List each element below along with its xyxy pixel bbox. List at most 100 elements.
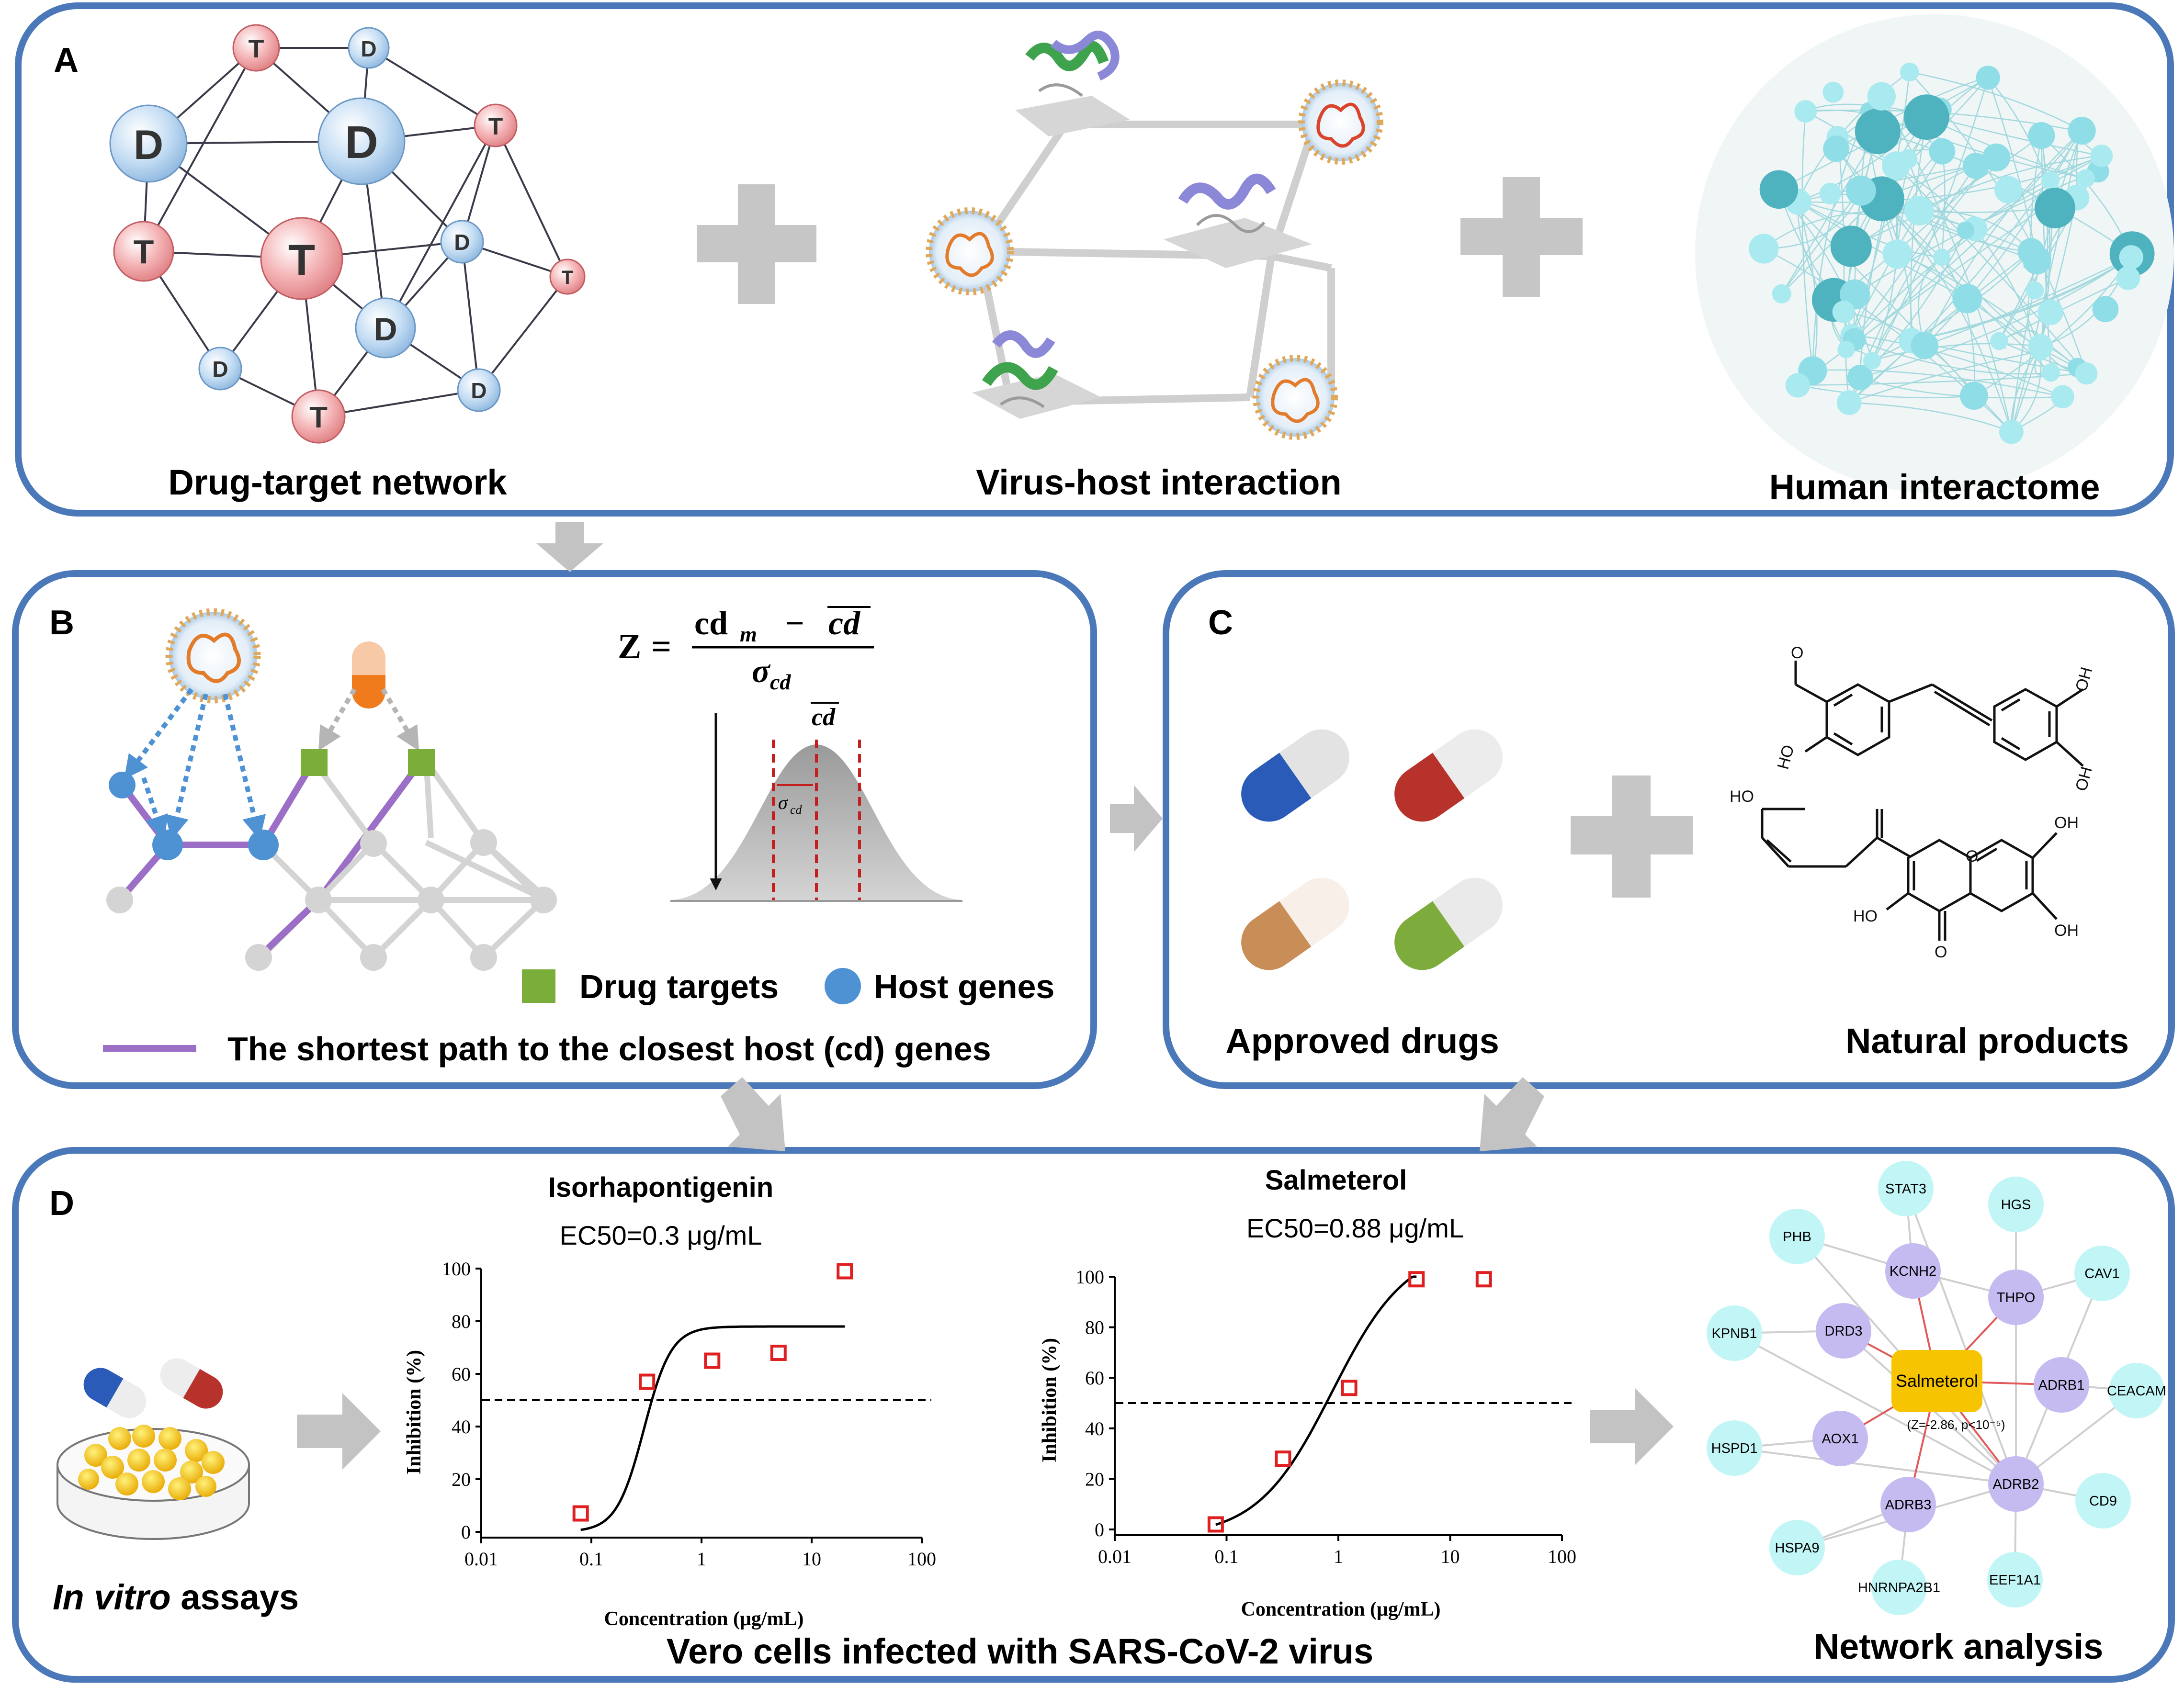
dotted-arrows	[124, 688, 266, 840]
interactome-edge	[1781, 131, 1878, 294]
interactome-node	[1957, 221, 1975, 239]
isorhapontigenin-labels: O HO OH OH	[1774, 644, 2096, 793]
interactome-node	[1832, 301, 1855, 324]
interactome-node	[1836, 390, 1862, 416]
y-tick-label: 20	[1085, 1468, 1104, 1490]
chart-title: Salmeterol	[1265, 1165, 1407, 1196]
cyan-node-circle	[1707, 1305, 1762, 1361]
y-tick-label: 40	[452, 1416, 471, 1438]
svg-text:HO: HO	[1774, 743, 1798, 771]
node-label: STAT3	[1885, 1181, 1926, 1197]
interactome-node	[1847, 364, 1873, 391]
network-node-kcnh2: KCNH2	[1885, 1243, 1941, 1299]
svg-text:=: =	[651, 627, 671, 666]
salmeterol-stat: (Z=-2.86, p<10⁻⁵)	[1907, 1417, 2005, 1432]
virus-particle	[926, 207, 1014, 295]
legend-drug-targets-label: Drug targets	[579, 968, 779, 1005]
interactome-edge	[1854, 339, 2051, 375]
arrow-b-to-d	[721, 1077, 785, 1151]
interactome-node	[2041, 363, 2060, 382]
interactome-node	[1994, 176, 2022, 204]
interactome-node	[1952, 283, 1982, 314]
interactome-edge	[1798, 384, 1974, 399]
interactome-edge	[1974, 228, 2041, 352]
protein-platform	[1015, 31, 1130, 136]
interactome-edge	[1941, 257, 1975, 396]
virus-host-interaction-label: Virus-host interaction	[976, 462, 1341, 502]
purple-node-circle	[2034, 1357, 2089, 1413]
interactome-node	[2068, 116, 2096, 145]
data-point	[704, 1352, 721, 1369]
node-label: HNRNPA2B1	[1858, 1580, 1940, 1596]
node-label: THPO	[1997, 1290, 2036, 1305]
interactome-node	[1929, 138, 1956, 165]
data-point	[1475, 1271, 1492, 1288]
network-node-eef1a1: EEF1A1	[1987, 1552, 2043, 1607]
interactome-node	[1830, 225, 1872, 267]
svg-text:T: T	[134, 233, 154, 270]
panel-b-frame	[12, 570, 1097, 1089]
interactome-edge	[1801, 111, 1813, 371]
interactome-edge	[1909, 71, 2082, 132]
target-node	[291, 389, 346, 444]
cyan-node-circle	[1769, 1209, 1825, 1264]
interactome-node	[1982, 143, 2011, 172]
network-node-cav1: CAV1	[2074, 1246, 2130, 1301]
data-point	[639, 1373, 656, 1390]
target-node	[113, 221, 174, 282]
data-point	[1408, 1271, 1425, 1288]
cyan-node-circle	[1987, 1552, 2043, 1607]
interactome-node	[1822, 81, 1844, 103]
protein-platform	[1164, 173, 1312, 268]
interactome-node	[1903, 94, 1949, 140]
drug-node	[109, 104, 188, 183]
arrow-b-to-c	[1110, 785, 1163, 852]
svg-text:O: O	[1791, 644, 1803, 662]
network-nodes	[106, 749, 557, 971]
protein-platform	[972, 330, 1101, 419]
x-tick-label: 100	[1548, 1546, 1576, 1567]
node-label: ADRB3	[1885, 1497, 1932, 1513]
cyan-node-circle	[1769, 1520, 1825, 1575]
panel-b-letter: B	[49, 604, 74, 642]
plus-icon	[1571, 776, 1693, 898]
svg-text:T: T	[562, 267, 573, 288]
cyan-node-circle	[2109, 1363, 2164, 1418]
virus-host-interaction	[926, 31, 1383, 440]
node-label: AOX1	[1822, 1431, 1858, 1447]
interactome-node	[2035, 188, 2075, 229]
network-node-thpo: THPO	[1988, 1270, 2044, 1325]
svg-text:T: T	[488, 113, 503, 140]
network-node-cd9: CD9	[2075, 1473, 2131, 1529]
interactome-edge	[1924, 131, 2081, 346]
svg-text:D: D	[454, 230, 470, 255]
svg-text:D: D	[373, 311, 397, 348]
interactome-node	[1900, 62, 1919, 82]
interactome-edge	[1999, 277, 2128, 342]
x-tick-label: 1	[697, 1548, 706, 1570]
pill-blue-icon	[1241, 729, 1349, 822]
drug-node	[457, 368, 501, 412]
interactome-edge	[2011, 131, 2081, 432]
x-tick-label: 0.01	[464, 1548, 498, 1570]
node-label: CAV1	[2084, 1266, 2120, 1281]
salmeterol-chart: Salmeterol EC50=0.88 μg/mL Inhibition (%…	[1039, 1165, 1576, 1620]
flavonoid-labels: HO O OH HO O OH	[1730, 787, 2079, 961]
interactome-node	[1749, 234, 1779, 264]
human-interactome	[1695, 14, 2174, 493]
interactome-node	[1960, 382, 1988, 410]
network-node-drd3: DRD3	[1816, 1303, 1871, 1359]
purple-node-circle	[1885, 1243, 1941, 1299]
network-node-hgs: HGS	[1988, 1177, 2044, 1232]
interactome-node	[2119, 245, 2143, 270]
y-tick-label: 20	[452, 1469, 471, 1490]
panel-c-letter: C	[1208, 604, 1233, 642]
cyan-node-circle	[2074, 1246, 2130, 1301]
arrow-dish-to-chart	[297, 1393, 381, 1470]
in-vitro-assays-label: In vitro assays	[53, 1577, 299, 1617]
virus-particle	[1298, 79, 1383, 165]
target-node	[232, 24, 280, 72]
network-node-hnrnpa2b1: HNRNPA2B1	[1858, 1560, 1940, 1615]
interactome-edge	[1895, 165, 2087, 374]
